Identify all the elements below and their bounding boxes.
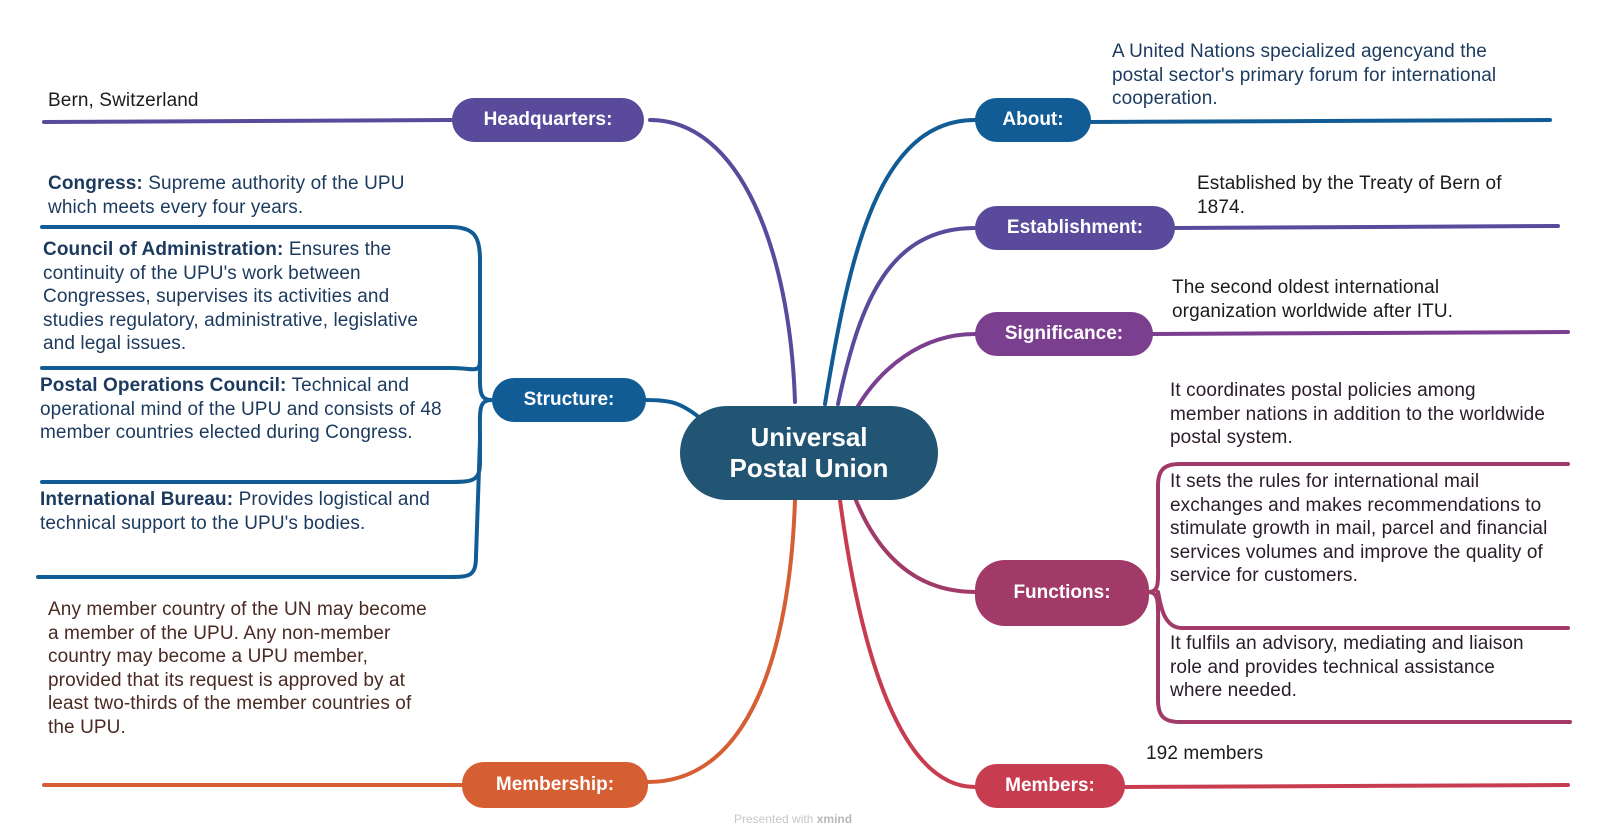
structure-term: Council of Administration: <box>43 239 284 260</box>
structure-bracket <box>36 225 494 579</box>
presented-with-credit: Presented with xmind <box>734 812 874 826</box>
central-topic-line2: Postal Union <box>729 453 889 483</box>
establishment-text: Established by the Treaty of Bern of 187… <box>1197 173 1502 218</box>
members-text: 192 members <box>1146 743 1264 764</box>
connector-membership <box>646 498 797 784</box>
underline-establishment <box>1173 224 1560 230</box>
functions-item-2: It sets the rules for international mail… <box>1170 471 1548 587</box>
about-text: A United Nations specialized agencyand t… <box>1112 41 1497 110</box>
branch-membership[interactable]: Membership: <box>462 762 648 808</box>
membership-text: Any member country of the UN may become … <box>48 599 427 738</box>
branch-establishment[interactable]: Establishment: <box>975 206 1175 250</box>
branch-about[interactable]: About: <box>975 98 1091 142</box>
connector-headquarters <box>648 118 797 404</box>
functions-item-3: It fulfils an advisory, mediating and li… <box>1170 633 1524 702</box>
structure-item-poc: Postal Operations Council: Technical and… <box>40 374 452 445</box>
central-topic-line1: Universal <box>750 422 868 452</box>
branch-significance[interactable]: Significance: <box>975 312 1153 356</box>
structure-term: Postal Operations Council: <box>40 375 287 396</box>
connector-structure <box>643 398 702 420</box>
connector-members <box>838 498 977 789</box>
functions-bracket <box>1146 462 1572 724</box>
connector-functions <box>853 496 977 594</box>
structure-item-council: Council of Administration: Ensures the c… <box>43 238 448 356</box>
branch-members[interactable]: Members: <box>975 764 1125 808</box>
structure-item-bureau: International Bureau: Provides logistica… <box>40 488 450 535</box>
underline-significance <box>1150 330 1570 336</box>
connector-significance <box>856 332 977 408</box>
structure-desc: Technical and operational mind of the UP… <box>40 375 442 444</box>
branch-structure[interactable]: Structure: <box>492 378 646 422</box>
structure-desc: Provides logistical and technical suppor… <box>40 489 430 534</box>
structure-desc: Ensures the continuity of the UPU's work… <box>43 239 419 355</box>
connector-about <box>823 118 977 406</box>
branch-headquarters[interactable]: Headquarters: <box>452 98 644 142</box>
headquarters-text: Bern, Switzerland <box>48 90 199 111</box>
central-topic[interactable]: Universal Postal Union <box>680 406 938 500</box>
connector-establishment <box>836 226 977 406</box>
structure-term: International Bureau: <box>40 489 234 510</box>
structure-item-congress: Congress: Supreme authority of the UPU w… <box>48 172 458 219</box>
structure-desc: Supreme authority of the UPU which meets… <box>48 173 405 218</box>
significance-text: The second oldest international organiza… <box>1172 277 1454 322</box>
functions-item-1: It coordinates postal policies among mem… <box>1170 380 1546 449</box>
underline-members <box>1123 783 1570 789</box>
underline-headquarters <box>42 118 454 124</box>
credit-prefix: Presented with <box>734 812 814 826</box>
xmind-brand: xmind <box>816 812 853 826</box>
underline-about <box>1088 118 1552 124</box>
branch-functions[interactable]: Functions: <box>975 560 1149 626</box>
structure-term: Congress: <box>48 173 143 194</box>
